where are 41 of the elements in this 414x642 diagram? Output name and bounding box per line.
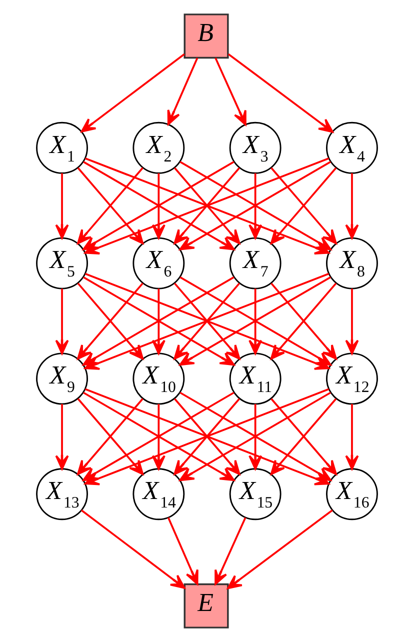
- node-circle: X$_{7}$: [229, 237, 282, 290]
- arrow: [152, 404, 166, 470]
- arrow: [345, 173, 359, 239]
- node-circle: X$_{6}$: [132, 237, 185, 290]
- node-circle: X$_{11}$: [229, 352, 282, 405]
- arrow: [248, 173, 262, 239]
- node-circle: X$_{5}$: [36, 237, 88, 290]
- node-circle: X$_{16}$: [326, 468, 378, 520]
- arrow: [174, 167, 240, 244]
- node-circle: X$_{1}$: [36, 122, 88, 174]
- arrow: [80, 53, 185, 132]
- node-circle: X$_{4}$: [326, 122, 378, 174]
- node-circle: X$_{12}$: [326, 352, 378, 405]
- node-box: B: [184, 14, 229, 59]
- node-circle: X$_{13}$: [36, 468, 88, 520]
- node-circle: X$_{10}$: [132, 352, 185, 405]
- arrow: [345, 288, 359, 354]
- arrow: [167, 517, 198, 585]
- node-circle: X$_{3}$: [229, 122, 282, 174]
- node-circle: X$_{9}$: [36, 352, 88, 405]
- arrow: [55, 288, 69, 354]
- node-circle: X$_{15}$: [229, 468, 282, 520]
- arrow: [80, 510, 186, 589]
- node-circle: X$_{2}$: [132, 122, 185, 174]
- arrow: [55, 173, 69, 239]
- arrow: [228, 53, 334, 133]
- arrow: [214, 58, 246, 126]
- arrow: [345, 404, 359, 470]
- arrow: [227, 510, 333, 590]
- arrow: [152, 173, 166, 239]
- arrow: [55, 404, 69, 470]
- arrow: [174, 398, 240, 475]
- arrow: [214, 517, 246, 585]
- node-circle: X$_{8}$: [326, 237, 378, 290]
- arrow: [174, 282, 240, 360]
- arrow: [152, 288, 166, 354]
- arrow: [167, 58, 198, 126]
- node-circle: X$_{14}$: [132, 468, 185, 520]
- node-box: E: [184, 583, 229, 628]
- arrow: [248, 288, 262, 354]
- arrow: [248, 404, 262, 470]
